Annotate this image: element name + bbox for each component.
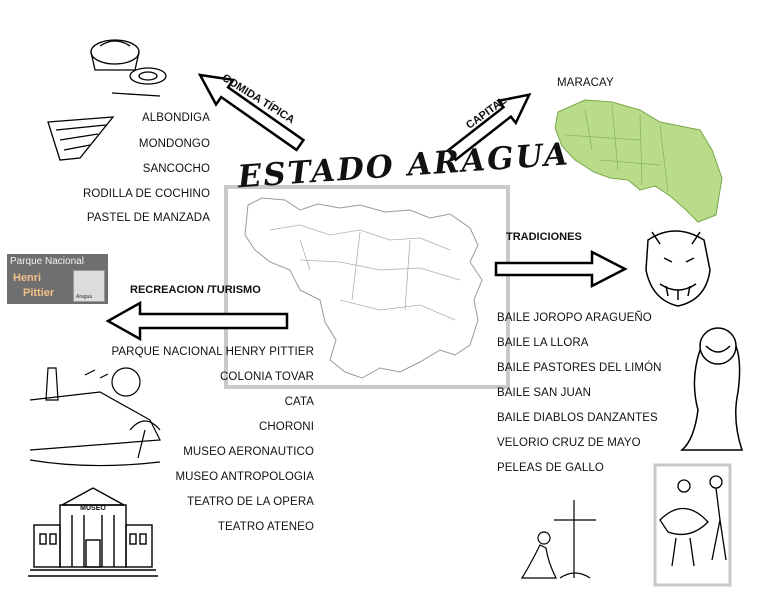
tradiciones-item: BAILE PASTORES DEL LIMÓN (497, 362, 662, 374)
recreacion-item: COLONIA TOVAR (220, 371, 314, 383)
tradiciones-item: BAILE JOROPO ARAGUEÑO (497, 312, 652, 324)
comida-item: RODILLA DE COCHINO (82, 188, 210, 200)
tradiciones-item: BAILE DIABLOS DANZANTES (497, 412, 658, 424)
park-logo-line1: Parque Nacional (10, 256, 84, 267)
recreacion-item: CHORONI (258, 421, 314, 433)
museo-label: MUSEO (80, 505, 106, 512)
comida-item: MONDONGO (138, 138, 210, 150)
aragua-map (554, 99, 723, 223)
park-logo-small: Aragua (76, 294, 93, 300)
venezuela-map (244, 197, 483, 379)
recreacion-item: TEATRO ATENEO (217, 521, 314, 533)
park-logo-line2: Henri (13, 272, 42, 284)
cake-drawing (47, 116, 115, 161)
recreacion-item: PARQUE NACIONAL HENRY PITTIER (111, 346, 314, 358)
arrow-comida (197, 73, 306, 152)
arrow-recreacion (105, 300, 289, 342)
capital-city: MARACAY (557, 77, 614, 89)
park-logo: Parque Nacional Henri Pittier Aragua (7, 254, 108, 304)
arrow-capital (446, 92, 532, 162)
tradiciones-item: VELORIO CRUZ DE MAYO (497, 437, 641, 449)
recreacion-heading: RECREACION /TURISMO (130, 284, 261, 296)
recreacion-item: CATA (284, 396, 314, 408)
arrow-tradiciones (494, 249, 628, 289)
tradiciones-item: BAILE LA LLORA (497, 337, 589, 349)
museum-drawing (28, 487, 158, 577)
park-logo-line3: Pittier (23, 287, 55, 299)
tradiciones-item: BAILE SAN JUAN (497, 387, 592, 399)
couple-frame (653, 463, 732, 587)
recreacion-item: MUSEO ANTROPOLOGIA (175, 471, 314, 483)
recreacion-item: TEATRO DE LA OPERA (187, 496, 314, 508)
cross-drawing (520, 500, 596, 579)
recreacion-item: MUSEO AERONAUTICO (183, 446, 314, 458)
tradiciones-item: PELEAS DE GALLO (497, 462, 604, 474)
comida-item: PASTEL DE MANZADA (86, 212, 210, 224)
comida-item: ALBONDIGA (141, 112, 210, 124)
dancer-drawing (679, 327, 744, 451)
devil-mask-drawing (645, 230, 711, 307)
food-drawing (90, 39, 167, 97)
comida-item: SANCOCHO (142, 163, 210, 175)
map-frame (224, 185, 510, 389)
tradiciones-heading: TRADICIONES (506, 231, 582, 243)
couple-dancing-drawing (659, 475, 727, 567)
park-logo-map: Aragua (73, 270, 105, 302)
beach-drawing (29, 367, 161, 467)
